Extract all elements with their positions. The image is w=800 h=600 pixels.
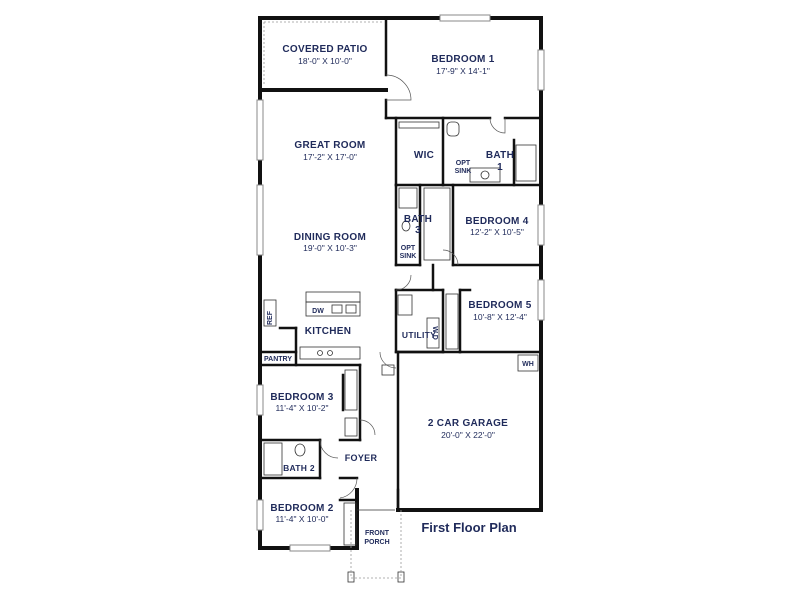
covered-patio-dims: 18'-0" X 10'-0"	[298, 56, 352, 66]
bedroom-4-dims: 12'-2" X 10'-5"	[470, 227, 524, 237]
covered-patio-label: COVERED PATIO	[282, 44, 367, 55]
room-labels: COVERED PATIO 18'-0" X 10'-0" BEDROOM 1 …	[264, 44, 534, 546]
opt-sink-1-line1: OPT	[456, 160, 471, 167]
pantry-label: PANTRY	[264, 356, 292, 363]
wd-label: W D	[431, 326, 438, 340]
fixtures	[263, 121, 539, 583]
front-porch-line1: FRONT	[365, 530, 390, 537]
bath-1-label-line2: 1	[497, 162, 503, 173]
bedroom-3-dims: 11'-4" X 10'-2"	[275, 403, 328, 413]
dining-room-label: DINING ROOM	[294, 232, 366, 243]
kitchen-label: KITCHEN	[305, 326, 352, 337]
plan-title: First Floor Plan	[421, 520, 516, 535]
door-swings	[319, 74, 506, 499]
interior-walls	[258, 16, 543, 512]
bedroom-1-dims: 17'-9" X 14'-1"	[436, 66, 490, 76]
bath-2-label: BATH 2	[283, 463, 315, 473]
bath-1-label-line1: BATH	[486, 150, 514, 161]
bedroom-5-dims: 10'-8" X 12'-4"	[473, 312, 527, 322]
dining-room-dims: 19'-0" X 10'-3"	[303, 243, 357, 253]
wic-label: WIC	[414, 150, 434, 161]
windows	[256, 14, 545, 552]
great-room-dims: 17'-2" X 17'-0"	[303, 152, 357, 162]
ref-label: REF	[267, 310, 274, 325]
opt-sink-1-line2: SINK	[455, 168, 472, 175]
garage-label: 2 CAR GARAGE	[428, 418, 508, 429]
opt-sink-3-line2: SINK	[400, 253, 417, 260]
bedroom-5-label: BEDROOM 5	[468, 300, 531, 311]
bath-3-label-line2: 3	[415, 225, 421, 236]
garage-dims: 20'-0" X 22'-0"	[441, 430, 495, 440]
opt-sink-3-line1: OPT	[401, 245, 416, 252]
foyer-label: FOYER	[345, 453, 378, 463]
bedroom-3-label: BEDROOM 3	[270, 392, 333, 403]
utility-label: UTILITY	[402, 330, 436, 340]
bedroom-2-dims: 11'-4" X 10'-0"	[275, 514, 328, 524]
bedroom-1-label: BEDROOM 1	[431, 54, 494, 65]
bath-3-label-line1: BATH	[404, 214, 432, 225]
front-porch-line2: PORCH	[364, 539, 389, 546]
great-room-label: GREAT ROOM	[294, 140, 365, 151]
bedroom-4-label: BEDROOM 4	[465, 216, 528, 227]
wh-label: WH	[522, 361, 534, 368]
dw-label: DW	[312, 308, 324, 315]
bedroom-2-label: BEDROOM 2	[270, 503, 333, 514]
